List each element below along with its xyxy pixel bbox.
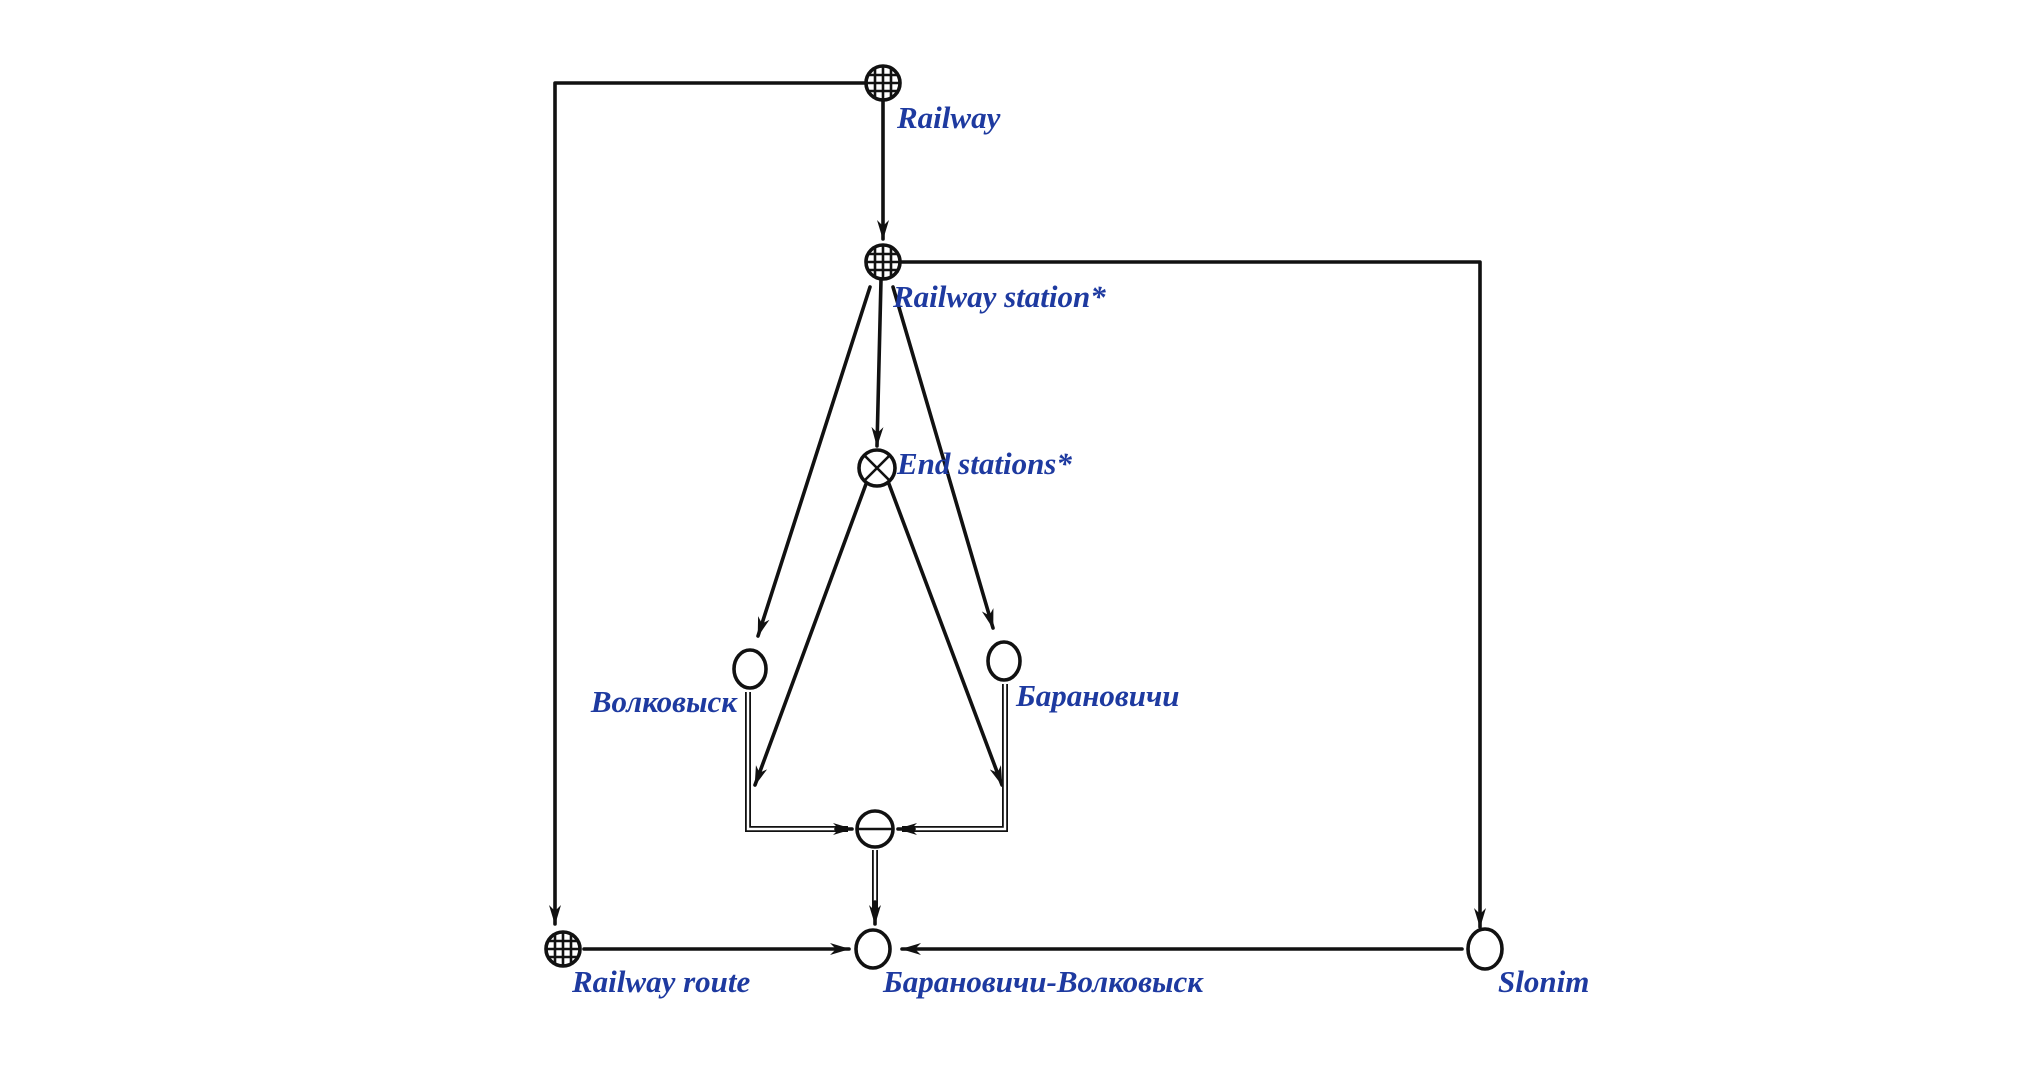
- node-railway-station: [864, 243, 902, 281]
- edge-baranovichi-to-junction-inner: [902, 684, 1007, 831]
- node-baranovichi: [986, 640, 1022, 682]
- node-volkovysk: [732, 648, 768, 690]
- node-end-stations: [857, 448, 897, 488]
- label-volkovysk: Волковыск: [590, 684, 738, 719]
- node-route-bv-ring: [854, 928, 892, 970]
- label-baranovichi: Барановичи: [1015, 678, 1180, 713]
- node-railway-route: [544, 930, 582, 968]
- label-slonim: Slonim: [1498, 964, 1589, 999]
- node-end-stations-cross-icon: [863, 454, 891, 482]
- edge-railway-station-to-volkovysk: [756, 285, 872, 638]
- node-volkovysk-ring: [732, 648, 768, 690]
- node-railway: [864, 64, 902, 102]
- edge-railway-station-to-end-stations: [871, 278, 884, 448]
- node-baranovichi-ring: [986, 640, 1022, 682]
- labels: Railway Railway station* End stations* В…: [571, 100, 1589, 999]
- edge-railway-station-to-baranovichi: [891, 285, 995, 630]
- node-railway-station-grid-icon: [866, 245, 900, 279]
- edge-end-stations-to-volkovysk-arm: [753, 482, 868, 787]
- edge-volkovysk-to-junction-inner: [746, 692, 848, 831]
- label-end-stations: End stations*: [896, 446, 1072, 481]
- node-junction: [855, 809, 895, 849]
- node-slonim: [1466, 927, 1504, 971]
- label-route-bv: Барановичи-Волковыск: [882, 964, 1204, 999]
- label-railway: Railway: [896, 100, 1001, 135]
- node-railway-grid-icon: [866, 66, 900, 100]
- edge-end-stations-to-baranovichi-arm: [887, 482, 1004, 787]
- node-slonim-ring: [1466, 927, 1504, 971]
- node-route-bv: [854, 928, 892, 970]
- edge-railway-station-to-slonim: [900, 260, 1486, 929]
- edge-volkovysk-to-junction: [745, 692, 854, 835]
- edge-railway-to-railway-route: [549, 81, 867, 926]
- node-railway-route-grid-icon: [546, 932, 580, 966]
- nodes: [544, 64, 1504, 971]
- edge-baranovichi-to-junction: [896, 684, 1008, 835]
- edges: [549, 81, 1486, 955]
- label-railway-station: Railway station*: [892, 279, 1106, 314]
- label-railway-route: Railway route: [571, 964, 751, 999]
